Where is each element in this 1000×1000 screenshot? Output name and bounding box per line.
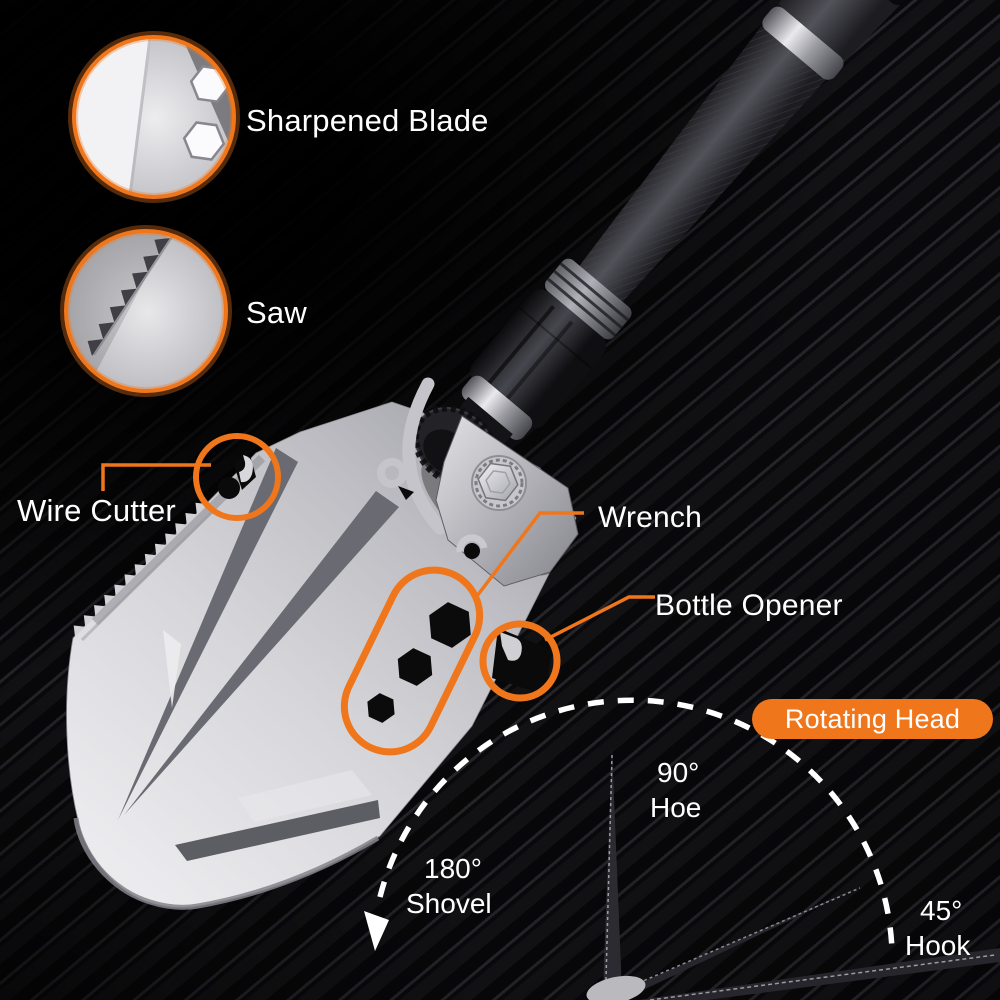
handle-ring-lower — [461, 375, 533, 440]
saw-edge-serration — [73, 502, 207, 637]
bottle-opener-callout-line — [544, 595, 655, 642]
magnifier-inset-saw — [60, 225, 232, 397]
rotation-label-hook: 45° Hook — [905, 893, 970, 963]
bottle-opener-highlight — [479, 620, 561, 702]
hook-angle: 45° — [920, 895, 963, 926]
sharpened-blade-label: Sharpened Blade — [246, 103, 489, 138]
saw-label: Saw — [246, 295, 307, 330]
shovel-name: Shovel — [406, 888, 492, 919]
rotation-ghost-spikes — [586, 748, 1000, 1000]
magnifier-inset-blade — [68, 31, 240, 203]
hook-name: Hook — [905, 930, 971, 961]
rotation-label-hoe: 90° Hoe — [650, 755, 701, 825]
bracket-hook — [377, 458, 407, 488]
wire-cutter-notch — [218, 455, 256, 499]
joint-bracket — [377, 377, 579, 587]
bracket-left-strap — [402, 377, 447, 535]
bottle-opener-label: Bottle Opener — [655, 589, 843, 622]
handle-ring-top — [762, 6, 844, 80]
wrench-hex-holes — [367, 602, 471, 723]
rotation-arc — [364, 697, 895, 951]
wire-cutter-callout-line — [101, 463, 211, 491]
hoe-name: Hoe — [650, 792, 702, 823]
hoe-angle: 90° — [657, 757, 700, 788]
rotation-arrow-icon — [364, 911, 389, 951]
wrench-label: Wrench — [598, 501, 703, 534]
wrench-callout-line — [475, 511, 584, 598]
rotation-label-shovel: 180° Shovel — [406, 851, 492, 921]
hex-bolt — [477, 462, 519, 502]
shovel-handle — [441, 0, 924, 467]
bottle-opener-notch — [492, 628, 552, 695]
wrench-highlight — [340, 566, 484, 756]
callout-highlights — [101, 433, 655, 756]
shovel-angle: 180° — [424, 853, 482, 884]
wire-cutter-highlight — [193, 433, 281, 521]
wire-cutter-label: Wire Cutter — [17, 493, 176, 528]
rotating-head-badge: Rotating Head — [752, 699, 993, 739]
